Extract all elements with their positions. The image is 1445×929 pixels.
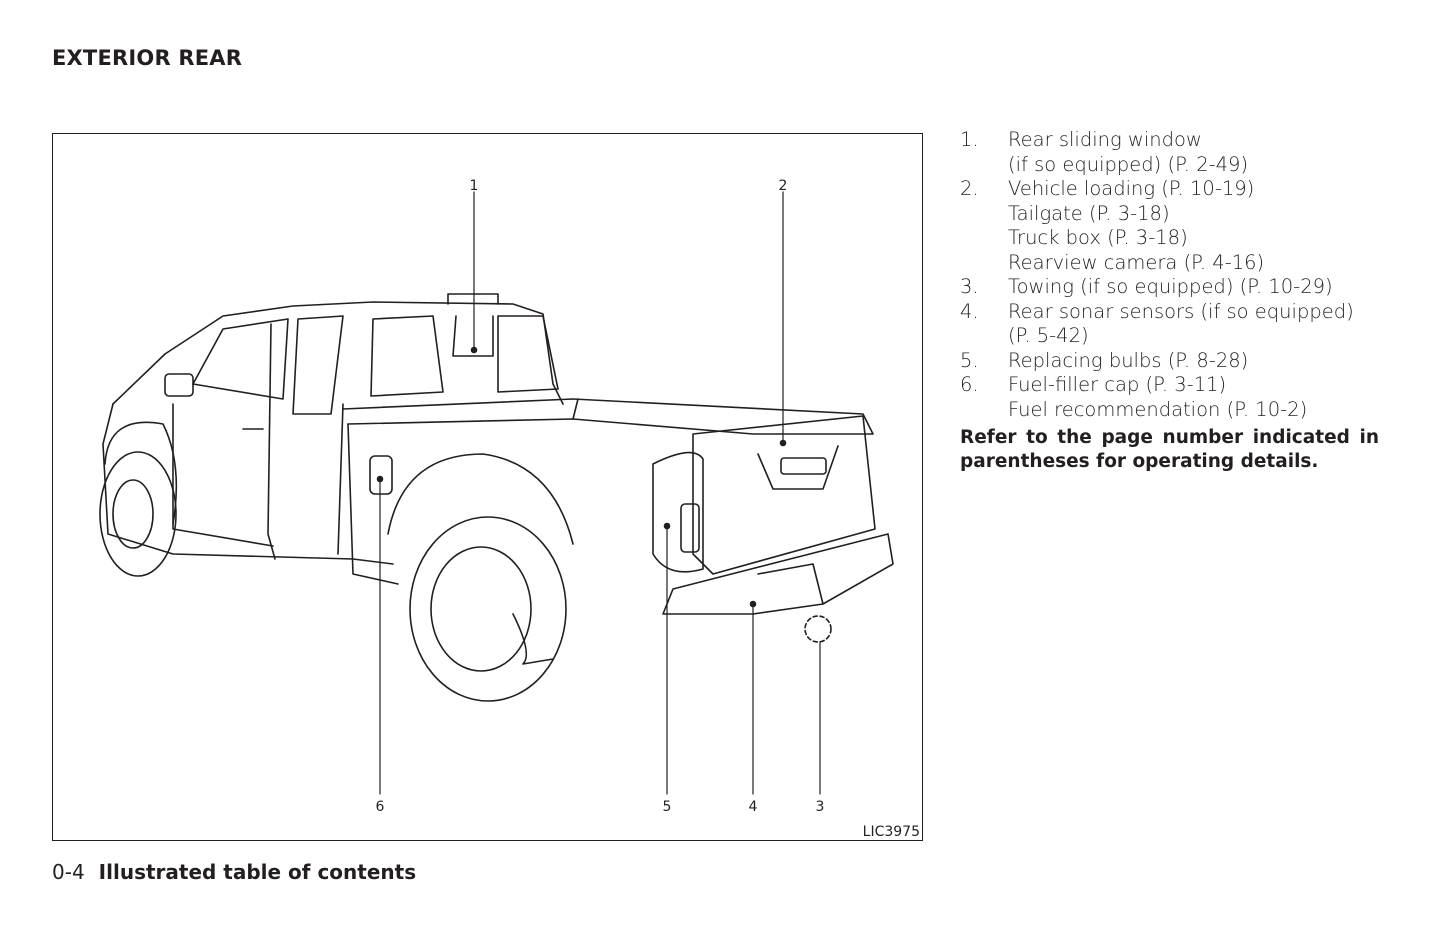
legend-text: Towing (if so equipped) (P. 10-29) bbox=[1008, 275, 1333, 298]
page-title: EXTERIOR REAR bbox=[52, 46, 243, 70]
legend-text: (if so equipped) (P. 2-49) bbox=[1008, 152, 1249, 176]
legend-number: 3. bbox=[960, 275, 979, 298]
legend-item: 6. Fuel-filler cap (P. 3-11)Fuel recommen… bbox=[960, 373, 1380, 422]
truck-drawing: 1 2 3 4 5 6 bbox=[99, 178, 894, 815]
legend-number: 5. bbox=[960, 348, 979, 372]
legend-number: 6. bbox=[960, 373, 979, 396]
truck-rear-illustration: 1 2 3 4 5 6 LIC3975 bbox=[52, 133, 923, 841]
callout-4: 4 bbox=[749, 799, 758, 815]
legend-text: Fuel-filler cap (P. 3-11) bbox=[1008, 373, 1227, 396]
legend-item: 1. Rear sliding window(if so equipped) (P… bbox=[960, 128, 1380, 177]
callout-5: 5 bbox=[663, 799, 672, 815]
legend-text: Rearview camera (P. 4-16) bbox=[1008, 250, 1265, 274]
callout-1: 1 bbox=[470, 178, 479, 194]
legend-number: 4. bbox=[960, 299, 979, 323]
legend-text: Fuel recommendation (P. 10-2) bbox=[1008, 397, 1308, 421]
figure-id: LIC3975 bbox=[862, 824, 920, 840]
legend-text: Rear sliding window bbox=[1008, 128, 1202, 151]
legend-item: 3. Towing (if so equipped) (P. 10-29) bbox=[960, 275, 1380, 300]
legend-number: 1. bbox=[960, 128, 979, 151]
callout-legend: 1. Rear sliding window(if so equipped) (P… bbox=[960, 128, 1380, 473]
note: Refer to the page number indicated in pa… bbox=[960, 427, 1379, 472]
legend-number: 2. bbox=[960, 177, 979, 200]
page-number: 0-4 bbox=[52, 860, 85, 884]
callout-3: 3 bbox=[816, 799, 825, 815]
legend-item: 2. Vehicle loading (P. 10-19)Tailgate (P.… bbox=[960, 177, 1380, 275]
legend-text: (P. 5-42) bbox=[1008, 324, 1089, 347]
legend-text: Vehicle loading (P. 10-19) bbox=[1008, 177, 1255, 200]
legend-item: 4. Rear sonar sensors (if so equipped)(P.… bbox=[960, 300, 1380, 349]
legend-item: 5. Replacing bulbs (P. 8-28) bbox=[960, 349, 1380, 374]
callout-2: 2 bbox=[779, 178, 788, 194]
legend-text: Replacing bulbs (P. 8-28) bbox=[1008, 348, 1249, 372]
page-footer: 0-4 Illustrated table of contents bbox=[52, 860, 416, 884]
callout-6: 6 bbox=[376, 799, 385, 815]
section-title: Illustrated table of contents bbox=[98, 860, 417, 884]
legend-text: Tailgate (P. 3-18) bbox=[1008, 201, 1170, 225]
legend-text: Rear sonar sensors (if so equipped) bbox=[1008, 299, 1354, 323]
legend-text: Truck box (P. 3-18) bbox=[1008, 226, 1188, 249]
